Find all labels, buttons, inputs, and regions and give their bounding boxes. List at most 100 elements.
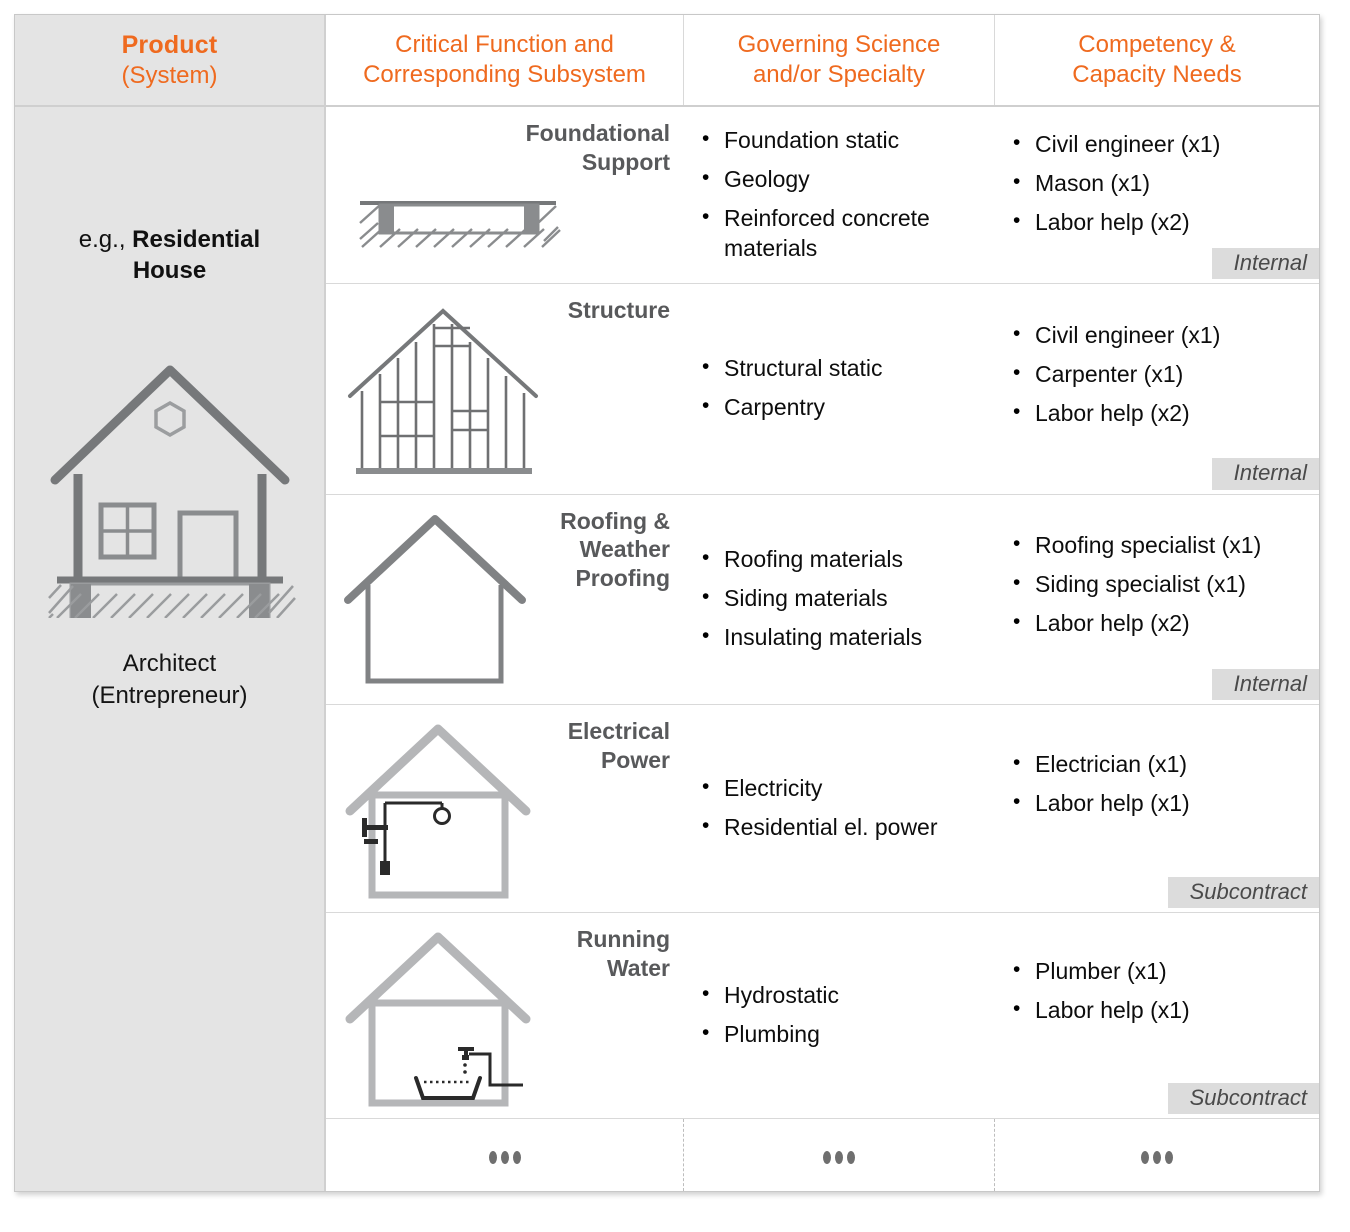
house-outline-icon xyxy=(338,505,533,695)
list-item: Structural static xyxy=(698,353,985,384)
product-column: Product (System) e.g., Residential House xyxy=(15,15,326,1191)
house-plumbing-icon xyxy=(338,923,538,1115)
product-role-line2: (Entrepreneur) xyxy=(91,681,248,709)
science-list: Hydrostatic Plumbing xyxy=(684,972,995,1059)
competency-list: Civil engineer (x1) Carpenter (x1) Labor… xyxy=(995,312,1319,438)
list-item: Hydrostatic xyxy=(698,980,985,1011)
governing-science-header-line1: Governing Science xyxy=(737,31,941,59)
table-row: Structure xyxy=(326,284,1319,495)
competency-cell: Civil engineer (x1) Mason (x1) Labor hel… xyxy=(995,107,1319,283)
list-item: Electrician (x1) xyxy=(1009,749,1309,780)
product-role-line1: Architect xyxy=(122,650,217,678)
function-title-line: Roofing & xyxy=(560,507,670,534)
competency-cell: Roofing specialist (x1) Siding specialis… xyxy=(995,495,1319,704)
critical-function-header-line2: Corresponding Subsystem xyxy=(363,61,646,88)
function-title: Roofing & Weather Proofing xyxy=(460,507,670,593)
status-badge: Internal xyxy=(1211,247,1319,280)
science-cell: Electricity Residential el. power xyxy=(684,705,995,913)
continuation-row xyxy=(326,1119,1319,1192)
function-title-line: Support xyxy=(581,148,670,175)
governing-science-header-line2: and/or Specialty xyxy=(752,61,926,88)
competency-cell: Civil engineer (x1) Carpenter (x1) Labor… xyxy=(995,284,1319,493)
function-title-line: Power xyxy=(600,746,670,773)
list-item: Labor help (x2) xyxy=(1009,608,1309,639)
function-title-line: Running xyxy=(576,926,670,953)
table-row: Electrical Power xyxy=(326,705,1319,914)
science-list: Foundation static Geology Reinforced con… xyxy=(684,117,995,273)
status-badge: Internal xyxy=(1211,458,1319,490)
column-header-governing-science: Governing Science and/or Specialty xyxy=(684,15,995,105)
table-row: Roofing & Weather Proofing Roofing mater… xyxy=(326,495,1319,705)
product-column-body: e.g., Residential House xyxy=(15,107,324,1191)
competency-list: Roofing specialist (x1) Siding specialis… xyxy=(995,522,1319,648)
status-badge: Subcontract xyxy=(1167,877,1319,909)
competency-header-line2: Capacity Needs xyxy=(1072,61,1242,88)
science-cell: Structural static Carpentry xyxy=(684,284,995,493)
list-item: Geology xyxy=(698,164,985,195)
column-header-competency: Competency & Capacity Needs xyxy=(995,15,1319,105)
science-list: Electricity Residential el. power xyxy=(684,765,995,852)
competency-list: Plumber (x1) Labor help (x1) xyxy=(995,948,1319,1035)
list-item: Roofing specialist (x1) xyxy=(1009,530,1309,561)
product-column-header: Product (System) xyxy=(15,15,324,107)
list-item: Civil engineer (x1) xyxy=(1009,320,1309,351)
list-item: Reinforced concrete materials xyxy=(698,203,985,264)
ellipsis-icon xyxy=(1139,1140,1175,1170)
continuation-science-cell xyxy=(684,1119,995,1192)
ellipsis-icon xyxy=(487,1140,523,1170)
function-title: Structure xyxy=(460,296,670,325)
list-item: Plumbing xyxy=(698,1019,985,1050)
house-framing-icon xyxy=(340,296,540,491)
science-list: Structural static Carpentry xyxy=(684,345,995,432)
table-row: Running Water xyxy=(326,913,1319,1120)
house-electrical-wiring-icon xyxy=(338,715,538,907)
function-title: Foundational Support xyxy=(460,119,670,177)
list-item: Roofing materials xyxy=(698,544,985,575)
list-item: Residential el. power xyxy=(698,812,985,843)
table-header-row: Critical Function and Corresponding Subs… xyxy=(326,15,1319,107)
science-cell: Hydrostatic Plumbing xyxy=(684,913,995,1118)
list-item: Mason (x1) xyxy=(1009,168,1309,199)
competency-header-line1: Competency & xyxy=(1078,31,1236,59)
function-title-line: Weather xyxy=(579,536,670,563)
product-example-label: e.g., Residential House xyxy=(40,225,300,286)
function-title: Electrical Power xyxy=(460,717,670,775)
list-item: Labor help (x2) xyxy=(1009,207,1309,238)
function-cell-electrical-power: Electrical Power xyxy=(326,705,684,913)
competency-cell: Electrician (x1) Labor help (x1) Subcont… xyxy=(995,705,1319,913)
product-example-prefix: e.g., xyxy=(78,226,133,253)
competency-list: Electrician (x1) Labor help (x1) xyxy=(995,741,1319,828)
list-item: Foundation static xyxy=(698,125,985,156)
science-list: Roofing materials Siding materials Insul… xyxy=(684,536,995,662)
column-header-critical-function: Critical Function and Corresponding Subs… xyxy=(326,15,684,105)
function-title-line: Structure xyxy=(567,297,670,324)
list-item: Siding materials xyxy=(698,583,985,614)
list-item: Electricity xyxy=(698,773,985,804)
competency-matrix-table: Product (System) e.g., Residential House xyxy=(14,14,1320,1192)
function-title-line: Foundational xyxy=(525,120,670,146)
product-role-label: Architect (Entrepreneur) xyxy=(91,648,247,710)
status-badge: Subcontract xyxy=(1167,1082,1319,1115)
competency-cell: Plumber (x1) Labor help (x1) Subcontract xyxy=(995,913,1319,1118)
function-cell-running-water: Running Water xyxy=(326,913,684,1118)
function-title: Running Water xyxy=(460,925,670,983)
list-item: Civil engineer (x1) xyxy=(1009,129,1309,160)
science-cell: Foundation static Geology Reinforced con… xyxy=(684,107,995,283)
function-title-line: Proofing xyxy=(575,565,670,591)
matrix-columns: Critical Function and Corresponding Subs… xyxy=(326,15,1319,1192)
list-item: Carpenter (x1) xyxy=(1009,359,1309,390)
science-cell: Roofing materials Siding materials Insul… xyxy=(684,495,995,704)
product-header-title: Product xyxy=(121,31,218,60)
table-row: Foundational Support xyxy=(326,107,1319,285)
continuation-function-cell xyxy=(326,1119,684,1192)
foundation-section-icon xyxy=(354,189,564,251)
critical-function-header-line1: Critical Function and xyxy=(395,31,614,59)
list-item: Carpentry xyxy=(698,392,985,423)
function-cell-foundational-support: Foundational Support xyxy=(326,107,684,283)
function-cell-roofing-weather-proofing: Roofing & Weather Proofing xyxy=(326,495,684,704)
function-cell-structure: Structure xyxy=(326,284,684,493)
ellipsis-icon xyxy=(821,1140,857,1170)
list-item: Insulating materials xyxy=(698,622,985,653)
competency-list: Civil engineer (x1) Mason (x1) Labor hel… xyxy=(995,121,1319,247)
